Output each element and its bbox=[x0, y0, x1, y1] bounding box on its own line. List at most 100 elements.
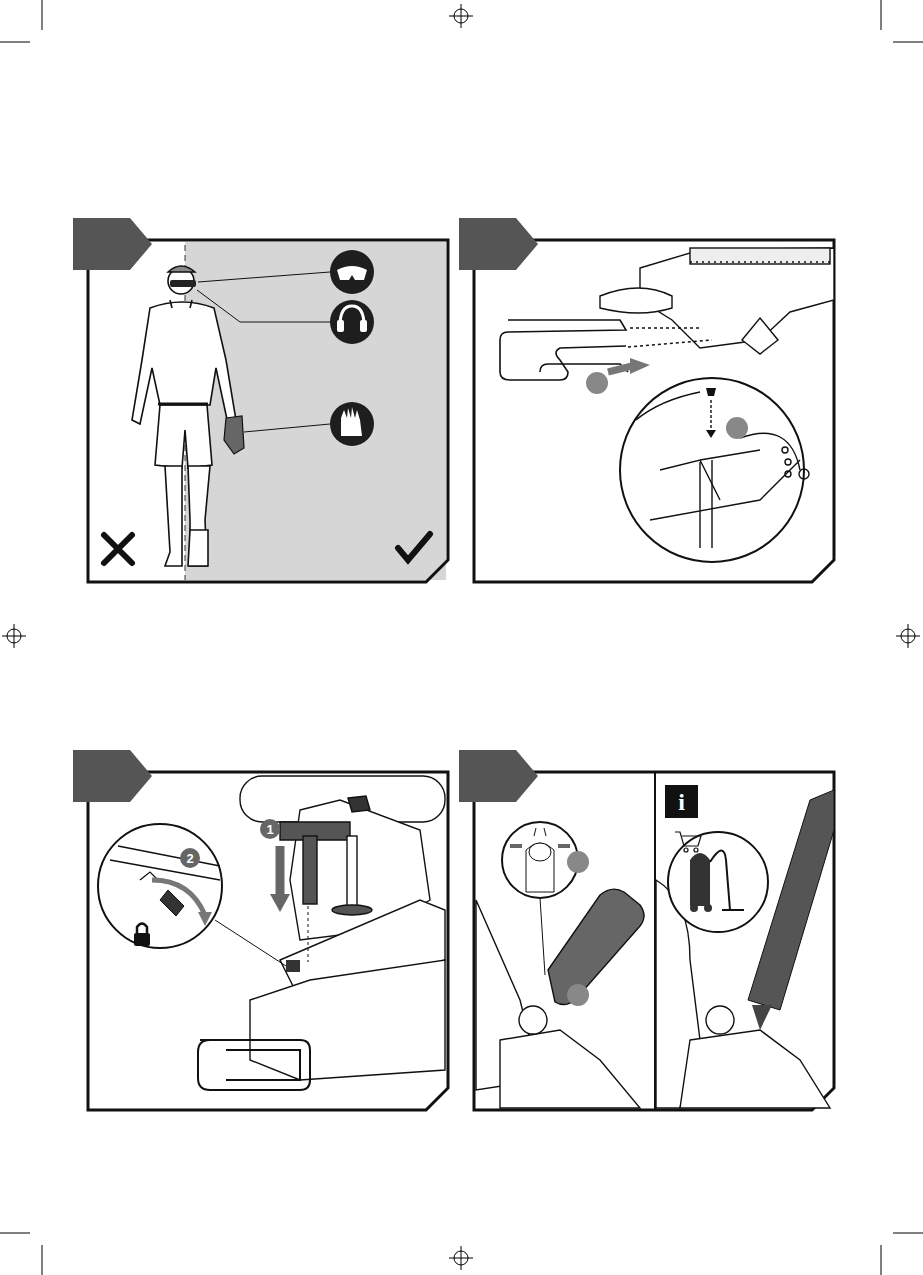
panel-dust-extraction-part bbox=[675, 832, 701, 852]
panel-clamp-part bbox=[286, 960, 300, 972]
panel-clamp-part bbox=[260, 819, 280, 839]
panel-protective-gear-part bbox=[330, 250, 374, 446]
panel-clamp-part bbox=[270, 894, 290, 912]
panel-clamp-part bbox=[276, 846, 285, 894]
panel-protective-gear-part-part bbox=[188, 466, 210, 566]
panel-clamp-part bbox=[160, 890, 184, 916]
panel-clamp-part-part bbox=[303, 836, 317, 904]
panel-dust-extraction-part bbox=[474, 772, 834, 1110]
panel-dust-extraction-part bbox=[502, 822, 578, 898]
panel-dust-extraction-part bbox=[540, 898, 545, 975]
panel-protective-gear-part-part bbox=[330, 402, 374, 446]
panel-dust-extraction-part-part bbox=[548, 889, 644, 1004]
panel-clamp bbox=[73, 750, 448, 1110]
panel-mount-stand-part-part bbox=[799, 469, 809, 479]
panel-clamp-part-part bbox=[226, 1050, 300, 1080]
print-marks-part bbox=[896, 624, 920, 648]
panel-protective-gear-part bbox=[168, 266, 195, 272]
panel-dust-extraction-part bbox=[690, 904, 698, 912]
panel-clamp-part bbox=[308, 906, 309, 962]
panel-mount-stand-part bbox=[600, 248, 834, 354]
panel-dust-extraction-part bbox=[752, 1005, 772, 1030]
panel-clamp-part-part bbox=[348, 796, 370, 812]
panel-dust-extraction-part bbox=[668, 832, 768, 932]
panel-protective-gear-part bbox=[158, 403, 208, 406]
panel-protective-gear-part-part bbox=[337, 266, 367, 280]
panel-clamp-part bbox=[73, 750, 152, 802]
panel-clamp-part bbox=[98, 824, 222, 948]
panel-dust-extraction-part bbox=[567, 984, 589, 1006]
panel-mount-stand-part-part bbox=[628, 328, 712, 347]
panel-mount-stand-part bbox=[710, 400, 711, 428]
print-marks-part bbox=[449, 4, 473, 28]
panel-mount-stand-part bbox=[726, 417, 748, 439]
panel-dust-extraction-part bbox=[510, 844, 570, 848]
panel-clamp-part bbox=[215, 920, 286, 966]
panel-dust-extraction-part bbox=[567, 851, 589, 873]
panel-mount-stand-part-part bbox=[785, 471, 791, 477]
panel-dust-extraction-part bbox=[665, 785, 698, 818]
panel-dust-extraction-part-part bbox=[684, 848, 688, 852]
panel-mount-stand-part bbox=[586, 372, 608, 394]
panel-clamp-part bbox=[88, 772, 448, 1110]
panel-protective-gear-part bbox=[224, 416, 244, 454]
panel-mount-stand-part-part bbox=[690, 261, 830, 262]
panel-mount-stand-part bbox=[706, 430, 716, 438]
panel-protective-gear-part-part bbox=[341, 407, 362, 436]
panel-dust-extraction-part bbox=[529, 843, 551, 861]
panel-mount-stand-part-part bbox=[700, 460, 712, 548]
panel-dust-extraction-part-part bbox=[694, 848, 698, 852]
panel-mount-stand-part bbox=[474, 240, 834, 582]
panel-mount-stand-part-part bbox=[785, 459, 791, 465]
panel-dust-extraction-part-part bbox=[675, 832, 701, 846]
panel-dust-extraction-part-part bbox=[706, 1006, 734, 1034]
panel-dust-extraction bbox=[459, 750, 834, 1110]
panel-mount-stand-part-part bbox=[636, 392, 800, 520]
panel-mount-stand-part bbox=[620, 378, 804, 562]
panel-clamp-part-part bbox=[347, 836, 357, 906]
panel-protective-gear-part-part bbox=[337, 320, 344, 332]
panel-dust-extraction-part bbox=[476, 889, 644, 1108]
panel-protective-gear-part-part bbox=[197, 290, 330, 322]
panel-clamp-part-part bbox=[250, 960, 445, 1080]
panel-protective-gear bbox=[73, 218, 448, 582]
panel-mount-stand-part bbox=[630, 358, 650, 374]
panel-mount-stand-part bbox=[706, 388, 716, 396]
panel-protective-gear-part bbox=[132, 268, 236, 566]
panel-protective-gear-part-part bbox=[330, 250, 374, 294]
panel-mount-stand bbox=[459, 218, 834, 582]
panel-dust-extraction-part bbox=[534, 828, 546, 836]
panel-protective-gear-part-part bbox=[360, 320, 367, 332]
panel-protective-gear-part bbox=[170, 280, 196, 287]
panel-dust-extraction-part bbox=[690, 853, 710, 906]
panel-mount-stand-part bbox=[636, 392, 809, 548]
panel-protective-gear-part bbox=[104, 535, 132, 563]
panel-dust-extraction-part-part bbox=[500, 1030, 640, 1108]
panel-protective-gear-part-part bbox=[244, 424, 330, 432]
panel-protective-gear-part-part bbox=[330, 300, 374, 344]
panel-mount-stand-part bbox=[459, 218, 538, 270]
panel-protective-gear-part bbox=[88, 240, 448, 582]
panel-mount-stand-part-part bbox=[742, 318, 778, 354]
callout-number: 2 bbox=[186, 852, 193, 865]
panel-clamp-part bbox=[134, 933, 150, 946]
panel-mount-stand-part-part bbox=[500, 320, 626, 380]
panel-mount-stand-part-part bbox=[690, 248, 830, 264]
panel-protective-gear-part bbox=[188, 530, 208, 566]
panel-mount-stand-part-part bbox=[782, 447, 788, 453]
panel-protective-gear-part-part bbox=[155, 405, 212, 468]
print-marks-part bbox=[449, 1246, 473, 1270]
panel-protective-gear-part bbox=[197, 272, 330, 432]
panel-dust-extraction-part-part bbox=[519, 1006, 547, 1034]
panel-clamp-part bbox=[152, 880, 205, 915]
panel-dust-extraction-part-part bbox=[680, 1030, 830, 1108]
info-symbol: i bbox=[678, 790, 685, 814]
panel-clamp-part bbox=[110, 846, 220, 882]
panel-dust-extraction-part bbox=[704, 904, 712, 912]
panel-clamp-part-part bbox=[332, 905, 372, 915]
panel-dust-extraction-part bbox=[459, 750, 538, 802]
panel-protective-gear-part-part bbox=[198, 272, 330, 282]
